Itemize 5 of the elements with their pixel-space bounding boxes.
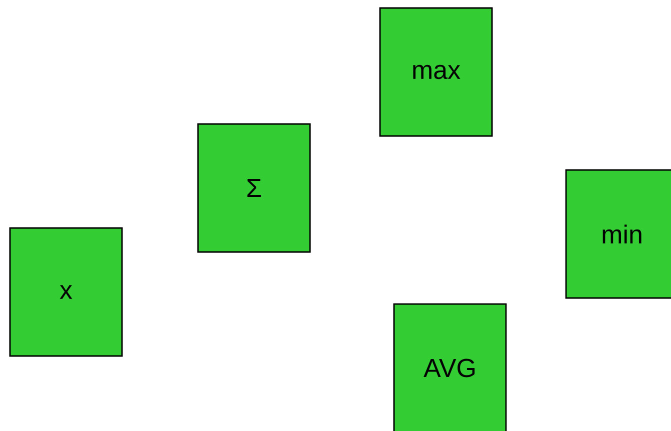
- text-box: max: [379, 7, 493, 137]
- text-box: min: [565, 169, 671, 299]
- text-box: x: [9, 227, 123, 357]
- text-box: Σ: [197, 123, 311, 253]
- text-box: AVG: [393, 303, 507, 431]
